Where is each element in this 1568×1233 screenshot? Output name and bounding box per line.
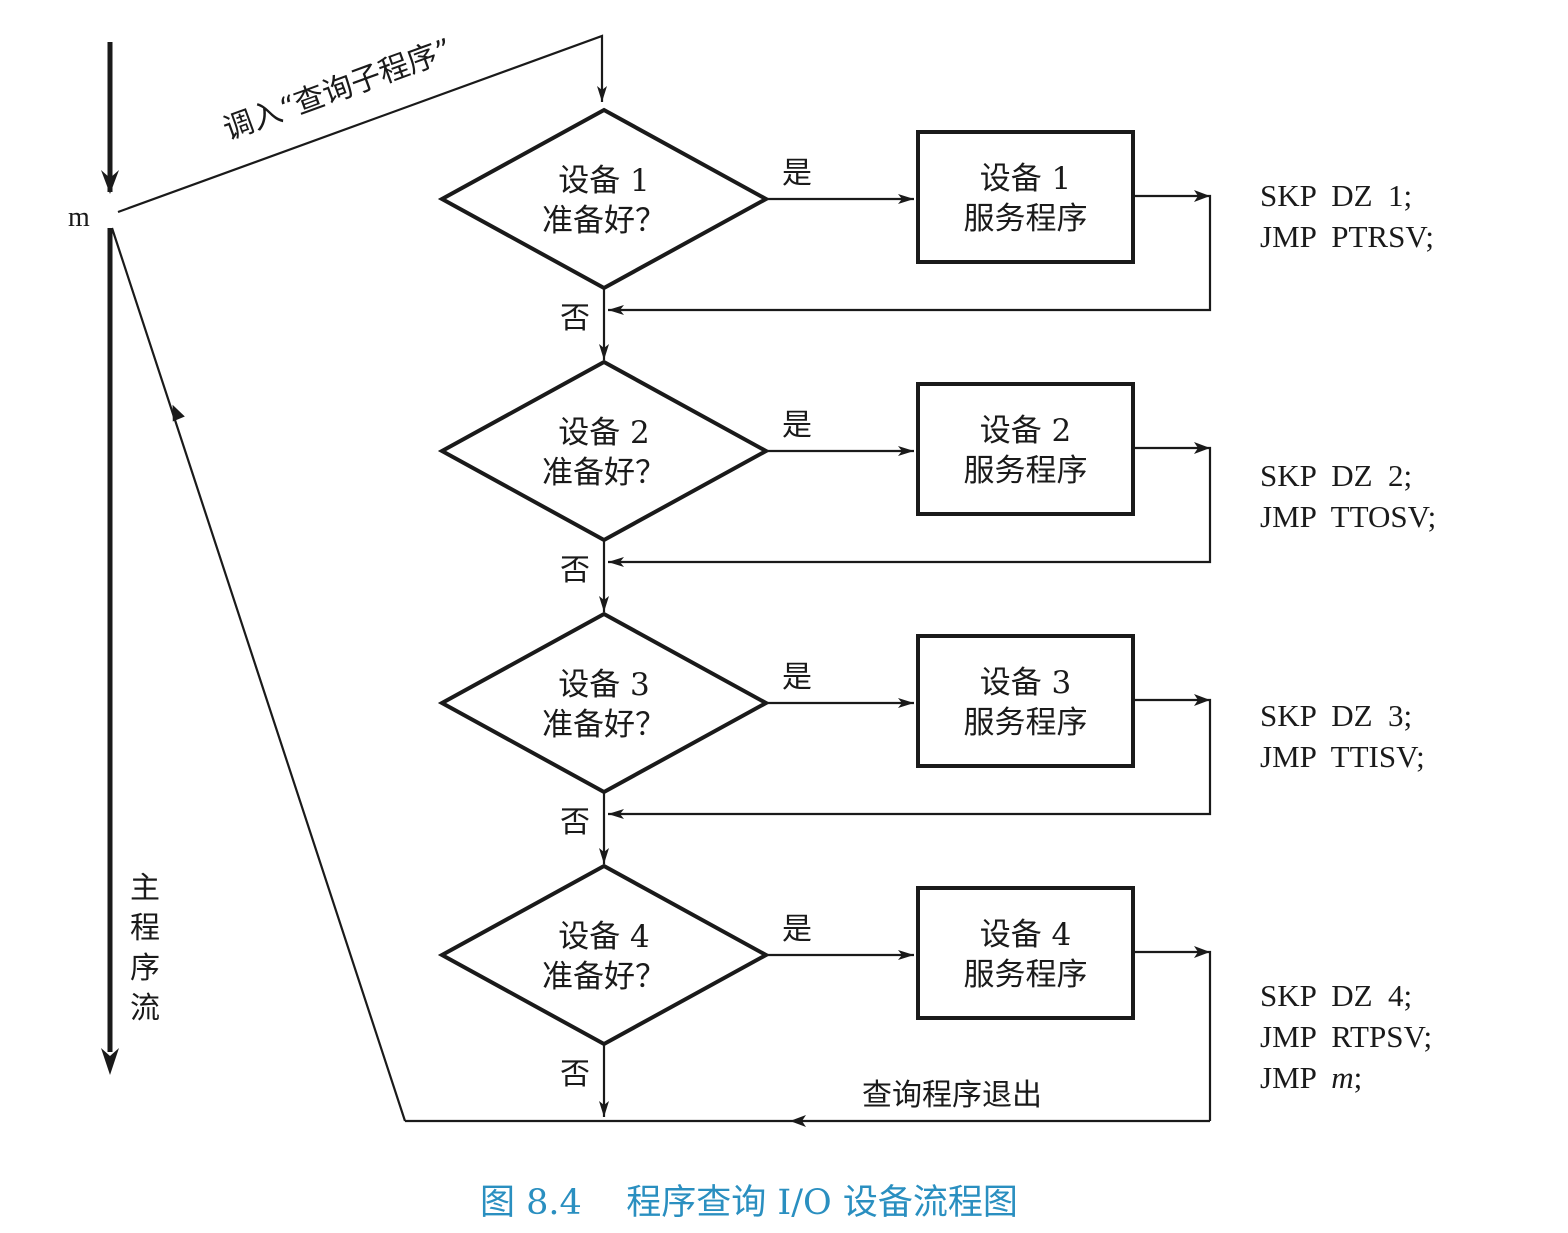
figure-caption: 图 8.4 程序查询 I/O 设备流程图 (480, 1183, 1018, 1223)
service-return-arrowhead (1194, 946, 1210, 958)
service-return-line (608, 446, 1212, 567)
exit-label: 查询程序退出 (862, 1078, 1042, 1113)
service-label-line1: 设备 3 (980, 665, 1072, 701)
decision-label-line2: 准备好？ (542, 959, 666, 995)
decision-label-line2: 准备好？ (542, 455, 666, 491)
service-box (916, 382, 1135, 516)
no-label: 否 (560, 301, 590, 336)
service-return-line (608, 698, 1212, 819)
service-return-arrowhead (1194, 694, 1210, 706)
service-box (916, 634, 1135, 768)
decision-label-line2: 准备好？ (542, 707, 666, 743)
decision-label-line1: 设备 2 (558, 415, 650, 451)
service-label-line2: 服务程序 (964, 705, 1088, 741)
no-label: 否 (560, 1057, 590, 1092)
decision-label-line1: 设备 4 (558, 919, 650, 955)
exit-arrowhead (790, 1115, 806, 1127)
device-code: SKP DZ 4;JMP RTPSV;JMP m; (1260, 978, 1432, 1095)
main-flow-label: 主程序流 (130, 871, 160, 1026)
device-code: SKP DZ 2;JMP TTOSV; (1260, 458, 1436, 534)
service-label-line1: 设备 4 (980, 917, 1072, 953)
decision-label-line1: 设备 3 (558, 667, 650, 703)
device-code: SKP DZ 1;JMP PTRSV; (1260, 178, 1434, 254)
call-label: 调入“查询子程序” (219, 32, 457, 147)
service-label-line1: 设备 2 (980, 413, 1072, 449)
return-line (110, 227, 407, 1122)
call-line (117, 34, 607, 214)
yes-label: 是 (782, 156, 812, 191)
decision-diamond (437, 359, 771, 543)
service-return-arrowhead (1194, 190, 1210, 202)
decision-diamond (437, 611, 771, 795)
main-flow-lower-arrowhead (101, 1048, 119, 1075)
decision-diamond (437, 863, 771, 1047)
no-label: 否 (560, 805, 590, 840)
service-return-line (1133, 950, 1212, 1121)
exit-path: 查询程序退出 (405, 1078, 1210, 1127)
yes-label: 是 (782, 912, 812, 947)
main-program-flow: m 主程序流 (68, 42, 160, 1075)
service-box (916, 130, 1135, 264)
decision-diamond (437, 107, 771, 291)
decision-label-line1: 设备 1 (558, 163, 650, 199)
no-label: 否 (560, 553, 590, 588)
device-rows: 设备 1准备好？是设备 1服务程序否SKP DZ 1;JMP PTRSV;设备 … (437, 107, 1436, 1121)
return-arrowhead (172, 404, 185, 422)
main-flow-upper-arrowhead (101, 170, 119, 194)
service-label-line2: 服务程序 (964, 453, 1088, 489)
entry-point-label: m (68, 202, 90, 233)
service-label-line1: 设备 1 (980, 161, 1072, 197)
service-return-line (608, 194, 1212, 315)
service-label-line2: 服务程序 (964, 201, 1088, 237)
service-label-line2: 服务程序 (964, 957, 1088, 993)
yes-label: 是 (782, 408, 812, 443)
service-return-arrowhead (1194, 442, 1210, 454)
service-box (916, 886, 1135, 1020)
call-subroutine-path: 调入“查询子程序” (117, 32, 607, 214)
return-path (110, 227, 407, 1122)
decision-label-line2: 准备好？ (542, 203, 666, 239)
device-code: SKP DZ 3;JMP TTISV; (1260, 698, 1425, 774)
yes-label: 是 (782, 660, 812, 695)
